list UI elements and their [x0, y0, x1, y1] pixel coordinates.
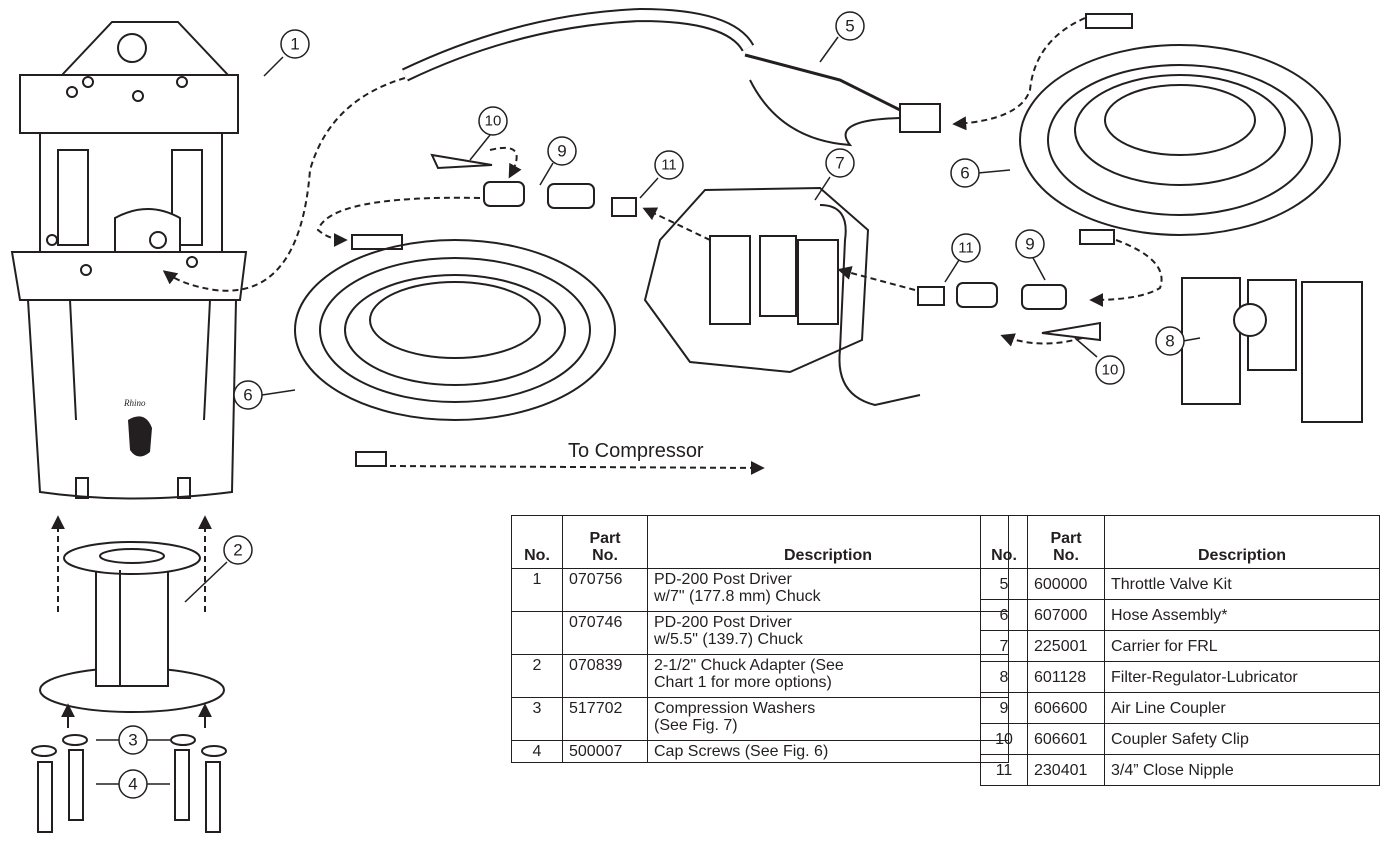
- callout-1: 1: [290, 35, 299, 54]
- row-part-no: 070746: [562, 611, 648, 655]
- row-no: 6: [980, 599, 1028, 631]
- washers-screws-illustration: [31, 734, 227, 833]
- row-no: [511, 611, 563, 655]
- connection-lines: [51, 17, 1163, 612]
- rhino-logo-icon: [128, 416, 152, 457]
- callout-3: 3: [128, 731, 137, 750]
- callout-5: 5: [845, 17, 854, 36]
- callout-6-right: 6: [960, 164, 969, 183]
- row-no: 9: [980, 692, 1028, 724]
- brand-mark: Rhino: [123, 398, 146, 408]
- row-no: 11: [980, 754, 1028, 786]
- callout-10-right: 10: [1102, 362, 1119, 379]
- header-description: Description: [647, 515, 1009, 569]
- row-part-no: 601128: [1027, 661, 1105, 693]
- row-part-no: 070839: [562, 654, 648, 698]
- table-row: 3 517702 Compression Washers (See Fig. 7…: [511, 697, 1009, 741]
- row-description: 2-1/2" Chuck Adapter (See Chart 1 for mo…: [647, 654, 1009, 698]
- row-description: Hose Assembly*: [1104, 599, 1380, 631]
- row-description: Carrier for FRL: [1104, 630, 1380, 662]
- row-part-no: 517702: [562, 697, 648, 741]
- row-no: 8: [980, 661, 1028, 693]
- callout-9-left: 9: [557, 142, 566, 161]
- callout-9-right: 9: [1025, 235, 1034, 254]
- row-part-no: 230401: [1027, 754, 1105, 786]
- row-part-no: 070756: [562, 568, 648, 612]
- callout-circles: [118, 11, 1185, 799]
- header-part-no: Part No.: [1027, 515, 1105, 569]
- row-description: PD-200 Post Driver w/7" (177.8 mm) Chuck: [647, 568, 1009, 612]
- row-no: 4: [511, 740, 563, 763]
- row-part-no: 606600: [1027, 692, 1105, 724]
- hose-coil-right-illustration: [1019, 13, 1341, 245]
- table-row: 1 070756 PD-200 Post Driver w/7" (177.8 …: [511, 568, 1009, 612]
- callout-4: 4: [128, 775, 137, 794]
- frl-unit-illustration: [1181, 277, 1363, 423]
- row-no: 1: [511, 568, 563, 612]
- callout-6-left: 6: [243, 386, 252, 405]
- row-no: 10: [980, 723, 1028, 755]
- row-no: 2: [511, 654, 563, 698]
- coupler-parts-illustration: [430, 153, 1101, 342]
- table-row: 4 500007 Cap Screws (See Fig. 6): [511, 740, 1009, 763]
- callout-11-left: 11: [661, 157, 677, 174]
- row-part-no: 606601: [1027, 723, 1105, 755]
- chuck-adapter-illustration: [39, 541, 225, 713]
- callout-2: 2: [233, 541, 242, 560]
- row-no: 5: [980, 568, 1028, 600]
- table-row: 070746 PD-200 Post Driver w/5.5" (139.7)…: [511, 611, 1009, 655]
- row-description: Compression Washers (See Fig. 7): [647, 697, 1009, 741]
- header-part-no: Part No.: [562, 515, 648, 569]
- header-no: No.: [980, 515, 1028, 569]
- hose-coil-left-illustration: [294, 234, 616, 467]
- row-description: Throttle Valve Kit: [1104, 568, 1380, 600]
- header-no: No.: [511, 515, 563, 569]
- row-part-no: 225001: [1027, 630, 1105, 662]
- row-part-no: 607000: [1027, 599, 1105, 631]
- row-no: 3: [511, 697, 563, 741]
- callout-10-left: 10: [485, 113, 502, 130]
- row-part-no: 500007: [562, 740, 648, 763]
- row-part-no: 600000: [1027, 568, 1105, 600]
- row-description: Coupler Safety Clip: [1104, 723, 1380, 755]
- row-description: Air Line Coupler: [1104, 692, 1380, 724]
- post-driver-illustration: [10, 21, 248, 500]
- throttle-valve-illustration: [401, 7, 941, 147]
- row-description: 3/4” Close Nipple: [1104, 754, 1380, 786]
- row-description: Cap Screws (See Fig. 6): [647, 740, 1009, 763]
- parts-table-left: No. Part No. Description 1 070756 PD-200…: [511, 515, 1009, 763]
- leader-lines: [96, 36, 1201, 785]
- callout-8: 8: [1165, 332, 1174, 351]
- table-row: 2 070839 2-1/2" Chuck Adapter (See Chart…: [511, 654, 1009, 698]
- assembly-arrows: [61, 703, 212, 728]
- callout-11-right: 11: [958, 240, 974, 257]
- frl-carrier-illustration: [643, 186, 921, 407]
- header-description: Description: [1104, 515, 1380, 569]
- to-compressor-caption: To Compressor: [568, 440, 704, 462]
- callout-labels: 1 2 3 4 5 6 6 7 8 9 9 10 10 11 11: [128, 17, 1174, 794]
- row-description: Filter-Regulator-Lubricator: [1104, 661, 1380, 693]
- row-description: PD-200 Post Driver w/5.5" (139.7) Chuck: [647, 611, 1009, 655]
- row-no: 7: [980, 630, 1028, 662]
- callout-7: 7: [835, 154, 844, 173]
